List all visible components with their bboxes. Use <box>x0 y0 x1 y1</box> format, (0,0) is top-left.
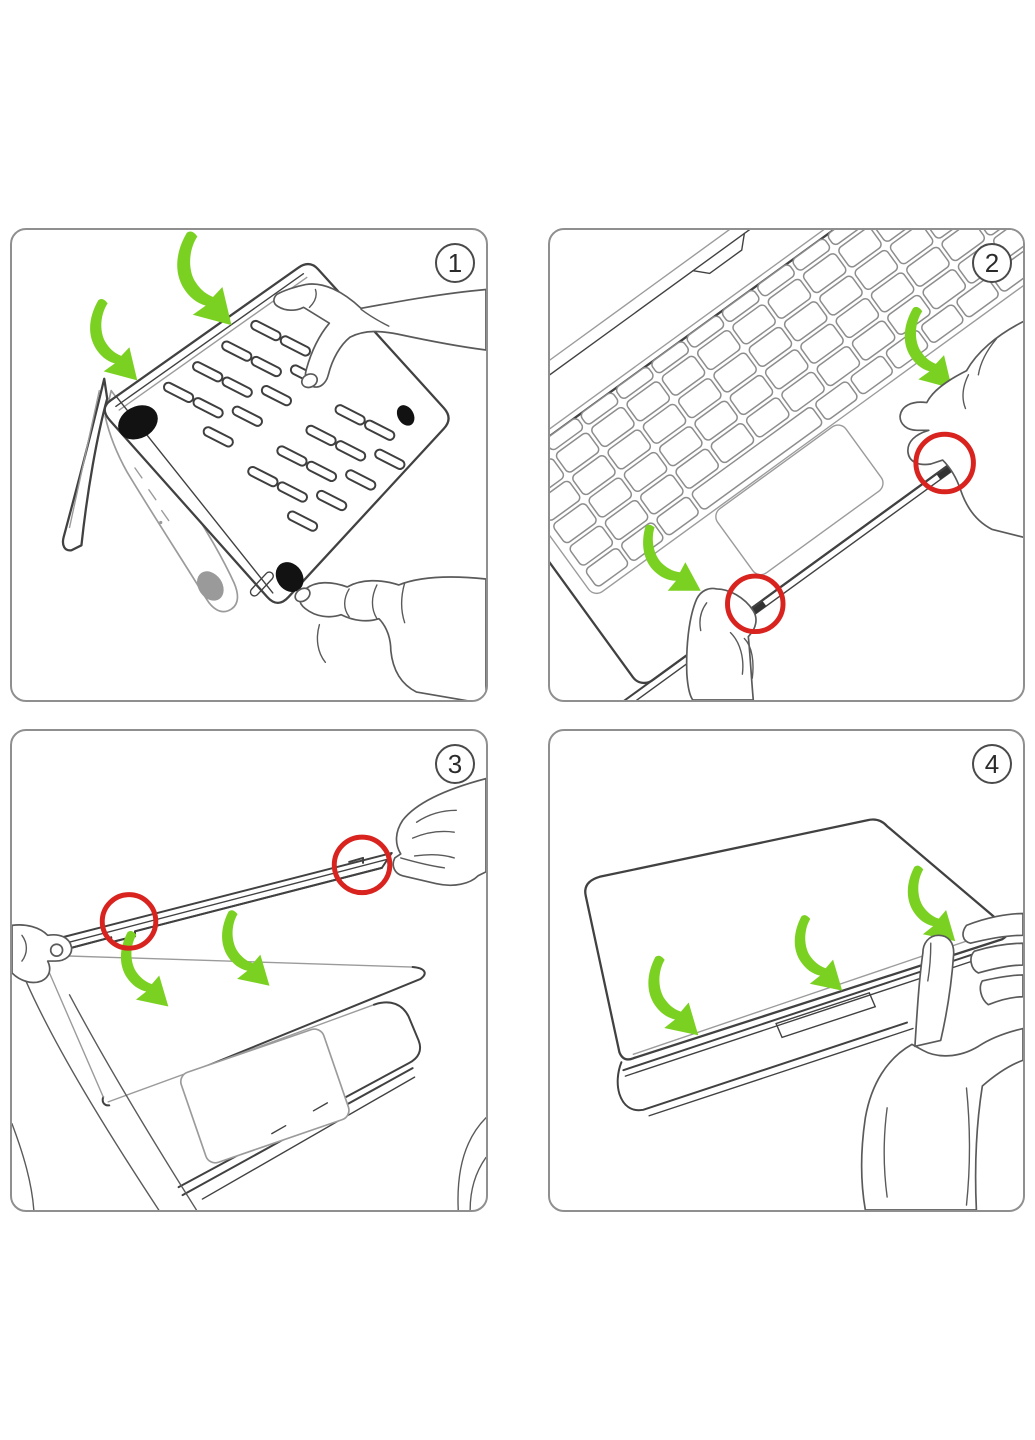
step-number-badge: 1 <box>435 243 475 283</box>
hand-outline <box>294 576 486 700</box>
vent-slots-lower <box>247 404 406 532</box>
hand-outline <box>860 912 1023 1210</box>
press-arrow-icon <box>87 296 138 385</box>
step-panel-1: 1 <box>10 228 488 702</box>
hand-outline <box>392 777 486 1210</box>
laptop-base <box>107 1001 422 1200</box>
thumb-outline <box>914 934 955 1048</box>
clip-highlight-ring <box>99 892 159 951</box>
trackpad <box>179 1028 350 1164</box>
step-number: 2 <box>984 247 1000 278</box>
case-foot <box>118 405 158 440</box>
step-4-illustration <box>584 818 1023 1210</box>
case-foot <box>275 562 304 592</box>
top-case-piece <box>38 852 393 957</box>
step-number-badge: 4 <box>972 744 1012 784</box>
thumb-outline <box>685 587 757 700</box>
case-foot <box>396 405 415 426</box>
keyboard-keys <box>550 230 1023 587</box>
laptop-lid-edge <box>61 377 109 552</box>
keyboard-well <box>550 230 1023 595</box>
step-number: 1 <box>447 247 463 278</box>
screen-panel <box>41 954 426 1107</box>
step-1-illustration <box>61 230 486 700</box>
trackpad <box>715 424 884 576</box>
step-panel-4: 4 <box>548 729 1025 1212</box>
hand-outline <box>273 283 486 389</box>
clip-highlight-ring <box>725 573 786 635</box>
step-number: 3 <box>447 748 463 779</box>
bottom-case <box>103 262 450 605</box>
hand-outline <box>899 320 1023 539</box>
steps-grid: 1 <box>10 228 1025 1212</box>
step-number: 4 <box>984 748 1000 779</box>
base-foot <box>196 571 224 601</box>
hand-outline <box>12 924 198 1210</box>
step-number-badge: 3 <box>435 744 475 784</box>
case-port-slot <box>249 571 274 597</box>
clip-highlight-ring <box>913 431 976 495</box>
step-panel-2: 2 <box>548 228 1025 702</box>
clip-highlight-ring <box>331 834 393 896</box>
vent-slots-upper <box>162 319 322 448</box>
step-2-illustration <box>550 230 1023 700</box>
grip-indent <box>775 991 877 1039</box>
press-arrow-icon <box>174 230 232 330</box>
step-number-badge: 2 <box>972 243 1012 283</box>
step-3-illustration <box>12 777 486 1210</box>
step-panel-3: 3 <box>10 729 488 1212</box>
hinge-notch <box>692 232 746 275</box>
